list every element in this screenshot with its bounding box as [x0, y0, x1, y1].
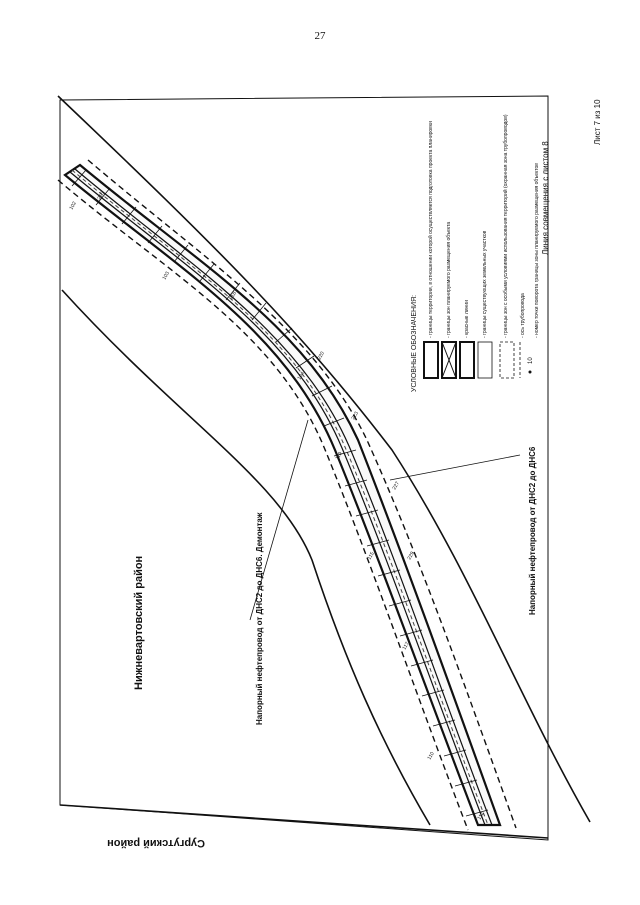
point-label: 117 [402, 641, 411, 651]
legend-swatch-land-plots [477, 341, 493, 379]
point-label: 104 [297, 371, 306, 381]
security-zone-dashed-west [57, 179, 469, 831]
legend-swatch-territory [423, 341, 439, 379]
legend-item: - ось трубопровода [520, 293, 526, 338]
legend-swatch-zone-diag2 [441, 341, 457, 379]
leader-line-new [389, 454, 521, 481]
map-boundary-line [59, 95, 549, 841]
legend-swatch-red-lines [459, 341, 475, 379]
pipeline-dismantle-label: Напорный нефтепровод от ДНС2 до ДНС6. Де… [255, 512, 264, 725]
legend-item: - границы зон с особыми условиями исполь… [502, 114, 509, 338]
point-label: 218 [229, 291, 238, 301]
legend-swatch-security-zone [499, 341, 515, 379]
page-number: 27 [314, 30, 326, 42]
pipeline-axis-dashed [71, 169, 489, 826]
point-label: 102 [69, 201, 78, 211]
legend-item: - границы зон планируемого размещения об… [446, 222, 452, 338]
point-label: 119 [335, 451, 344, 461]
legend-item: - номер точки поворота границы зоны план… [534, 163, 540, 338]
point-label: 115 [367, 551, 376, 561]
leader-line-dismantle [249, 419, 309, 621]
point-label: 220 [317, 351, 326, 361]
legend: УСЛОВНЫЕ ОБОЗНАЧЕНИЯ: 10 - границы терри… [411, 114, 540, 392]
outer-boundary-west [61, 289, 431, 826]
point-label: 112 [477, 811, 486, 821]
point-label: 229 [407, 551, 416, 561]
district-north-label: Нижневартовский район [133, 556, 145, 690]
legend-title: УСЛОВНЫЕ ОБОЗНАЧЕНИЯ: [411, 295, 418, 392]
pipeline-corridor [57, 159, 517, 831]
point-label: 227 [392, 481, 401, 491]
sheet-label: Лист 7 из 10 [593, 99, 602, 145]
district-border-line [59, 804, 549, 839]
legend-item: - границы территории, в отношении которо… [427, 121, 434, 338]
legend-item: - границы существующих земельных участко… [482, 230, 488, 338]
point-label: 110 [427, 751, 436, 761]
legend-item: - красные линии [464, 300, 470, 338]
point-label: 223 [351, 411, 360, 421]
match-line-label: Линия совмещения с листом 8 [541, 141, 550, 255]
district-south-label: Сургутский район [107, 837, 205, 849]
point-labels: 102 103 104 119 115 117 110 112 215 218 … [69, 191, 486, 821]
point-label: 215 [97, 191, 106, 201]
legend-swatches [423, 341, 521, 379]
legend-swatch-zone [441, 341, 457, 379]
legend-point-symbol-label: 10 [528, 357, 534, 364]
point-label: 103 [162, 271, 171, 281]
legend-point-symbol [528, 370, 532, 374]
outer-boundary-east [57, 95, 591, 823]
pipeline-new-label: Напорный нефтепровод от ДНС2 до ДНС6 [528, 446, 537, 615]
